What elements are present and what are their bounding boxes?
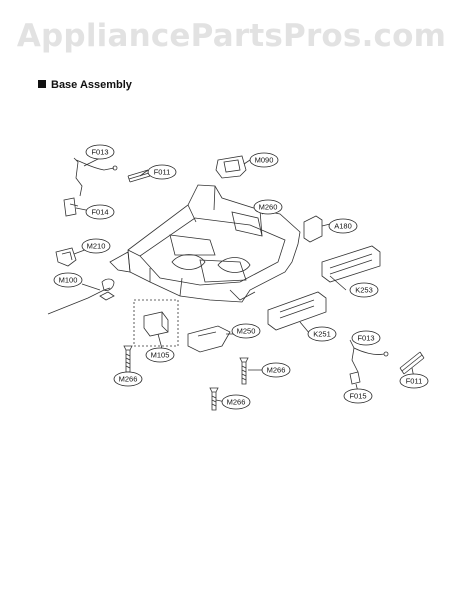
svg-text:F011: F011 (154, 168, 171, 177)
a180-part (303, 215, 323, 243)
pump-part (215, 155, 247, 179)
callout-f013-bottom: F013 (351, 330, 381, 346)
callout-m090: M090 (249, 152, 279, 168)
svg-text:F013: F013 (91, 148, 108, 157)
svg-text:F013: F013 (357, 334, 374, 343)
callout-f013-top: F013 (85, 144, 115, 160)
wire-harness-part (47, 278, 115, 315)
svg-text:M266: M266 (267, 366, 286, 375)
clip-part (55, 247, 77, 267)
svg-text:M266: M266 (227, 398, 246, 407)
callout-m266-mid: M266 (261, 362, 291, 378)
callout-k253: K253 (349, 282, 379, 298)
svg-text:M250: M250 (237, 327, 256, 336)
callout-m260: M260 (253, 199, 283, 215)
svg-text:M210: M210 (87, 242, 106, 251)
svg-text:A180: A180 (334, 222, 352, 231)
svg-text:M100: M100 (59, 276, 78, 285)
callout-m266-bottom: M266 (221, 394, 251, 410)
svg-text:K251: K251 (313, 330, 331, 339)
f015-part (349, 371, 361, 385)
callout-a180: A180 (328, 218, 358, 234)
screw-part (209, 387, 219, 411)
float-switch-wire-part (349, 339, 389, 373)
callout-m100: M100 (53, 272, 83, 288)
svg-text:M105: M105 (151, 351, 170, 360)
title-bullet (38, 80, 46, 88)
panel-k251-part (267, 291, 327, 331)
bracket-part (63, 197, 79, 217)
svg-text:M266: M266 (119, 375, 138, 384)
callout-m210: M210 (81, 238, 111, 254)
float-switch-wire-part (73, 157, 118, 197)
callout-m105: M105 (145, 347, 175, 363)
watermark: AppliancePartsPros.com (16, 18, 447, 54)
svg-text:M260: M260 (259, 203, 278, 212)
spring-part (399, 351, 425, 375)
svg-text:F014: F014 (91, 208, 108, 217)
svg-text:K253: K253 (355, 286, 373, 295)
callout-f011-bottom: F011 (399, 373, 429, 389)
bracket-m250-part (187, 325, 231, 353)
base-tub-part (109, 184, 301, 303)
screw-part (239, 357, 249, 385)
callout-f015: F015 (343, 388, 373, 404)
callout-k251: K251 (307, 326, 337, 342)
callout-f014: F014 (85, 204, 115, 220)
section-title-text: Base Assembly (51, 79, 132, 91)
callout-m250: M250 (231, 323, 261, 339)
svg-text:F015: F015 (349, 392, 366, 401)
svg-text:F011: F011 (406, 377, 423, 386)
screw-part (123, 345, 133, 373)
spring-part (127, 169, 151, 183)
m105-inset (133, 299, 179, 347)
section-title: Base Assembly (38, 79, 132, 91)
svg-text:M090: M090 (255, 156, 274, 165)
panel-k253-part (321, 245, 381, 283)
callout-f011-top: F011 (147, 164, 177, 180)
callout-m266-left: M266 (113, 371, 143, 387)
